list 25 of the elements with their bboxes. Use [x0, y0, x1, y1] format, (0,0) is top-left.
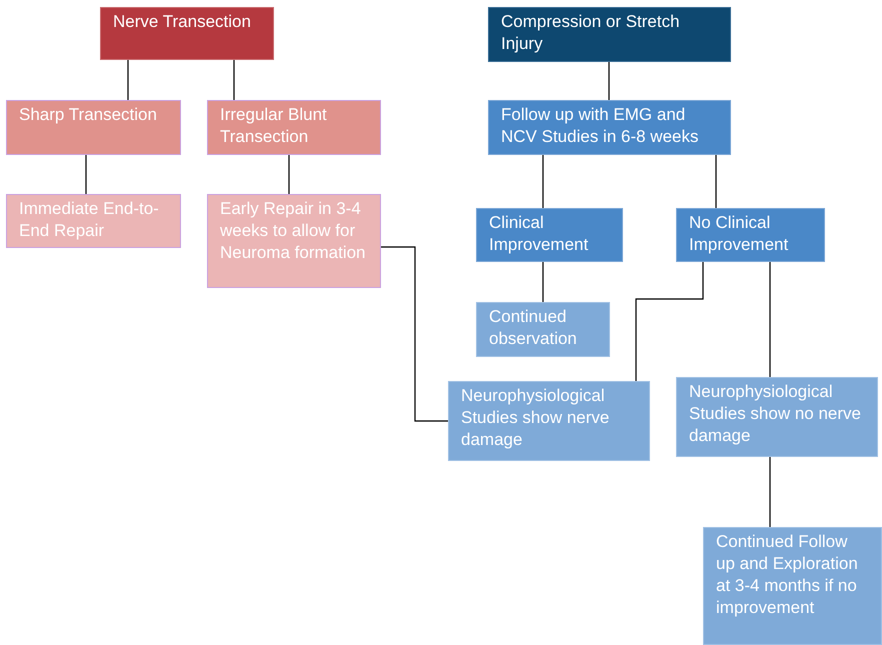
- connector-line: [769, 457, 771, 527]
- connector-line: [127, 60, 129, 100]
- connector-line: [542, 262, 544, 302]
- connector-line: [542, 155, 544, 208]
- connector-line: [381, 246, 448, 422]
- process-box: Clinical Improvement: [476, 208, 623, 262]
- connector-line: [769, 262, 771, 377]
- process-box: Continued Follow up and Exploration at 3-4 months if no improvement: [703, 527, 882, 645]
- connector-line: [608, 62, 610, 100]
- process-box: Follow up with EMG and NCV Studies in 6-8 weeks: [488, 100, 731, 155]
- process-box: Neurophysiological Studies show nerve damage: [448, 381, 650, 461]
- process-box: Irregular Blunt Transection: [207, 100, 381, 155]
- process-box: Sharp Transection: [6, 100, 181, 155]
- process-box: Compression or Stretch Injury: [488, 7, 731, 62]
- connector-line: [288, 155, 290, 194]
- process-box: Continued observation: [476, 302, 610, 357]
- connector-line: [635, 262, 704, 381]
- process-box: No Clinical Improvement: [676, 208, 825, 262]
- process-box: Nerve Transection: [100, 7, 274, 60]
- process-box: Neurophysiological Studies show no nerve damage: [676, 377, 878, 457]
- process-box: Early Repair in 3-4 weeks to allow for Neuroma formation: [207, 194, 381, 288]
- connector-line: [85, 155, 87, 194]
- connector-line: [233, 60, 235, 100]
- connector-line: [715, 155, 717, 208]
- process-box: Immediate End-to-End Repair: [6, 194, 181, 248]
